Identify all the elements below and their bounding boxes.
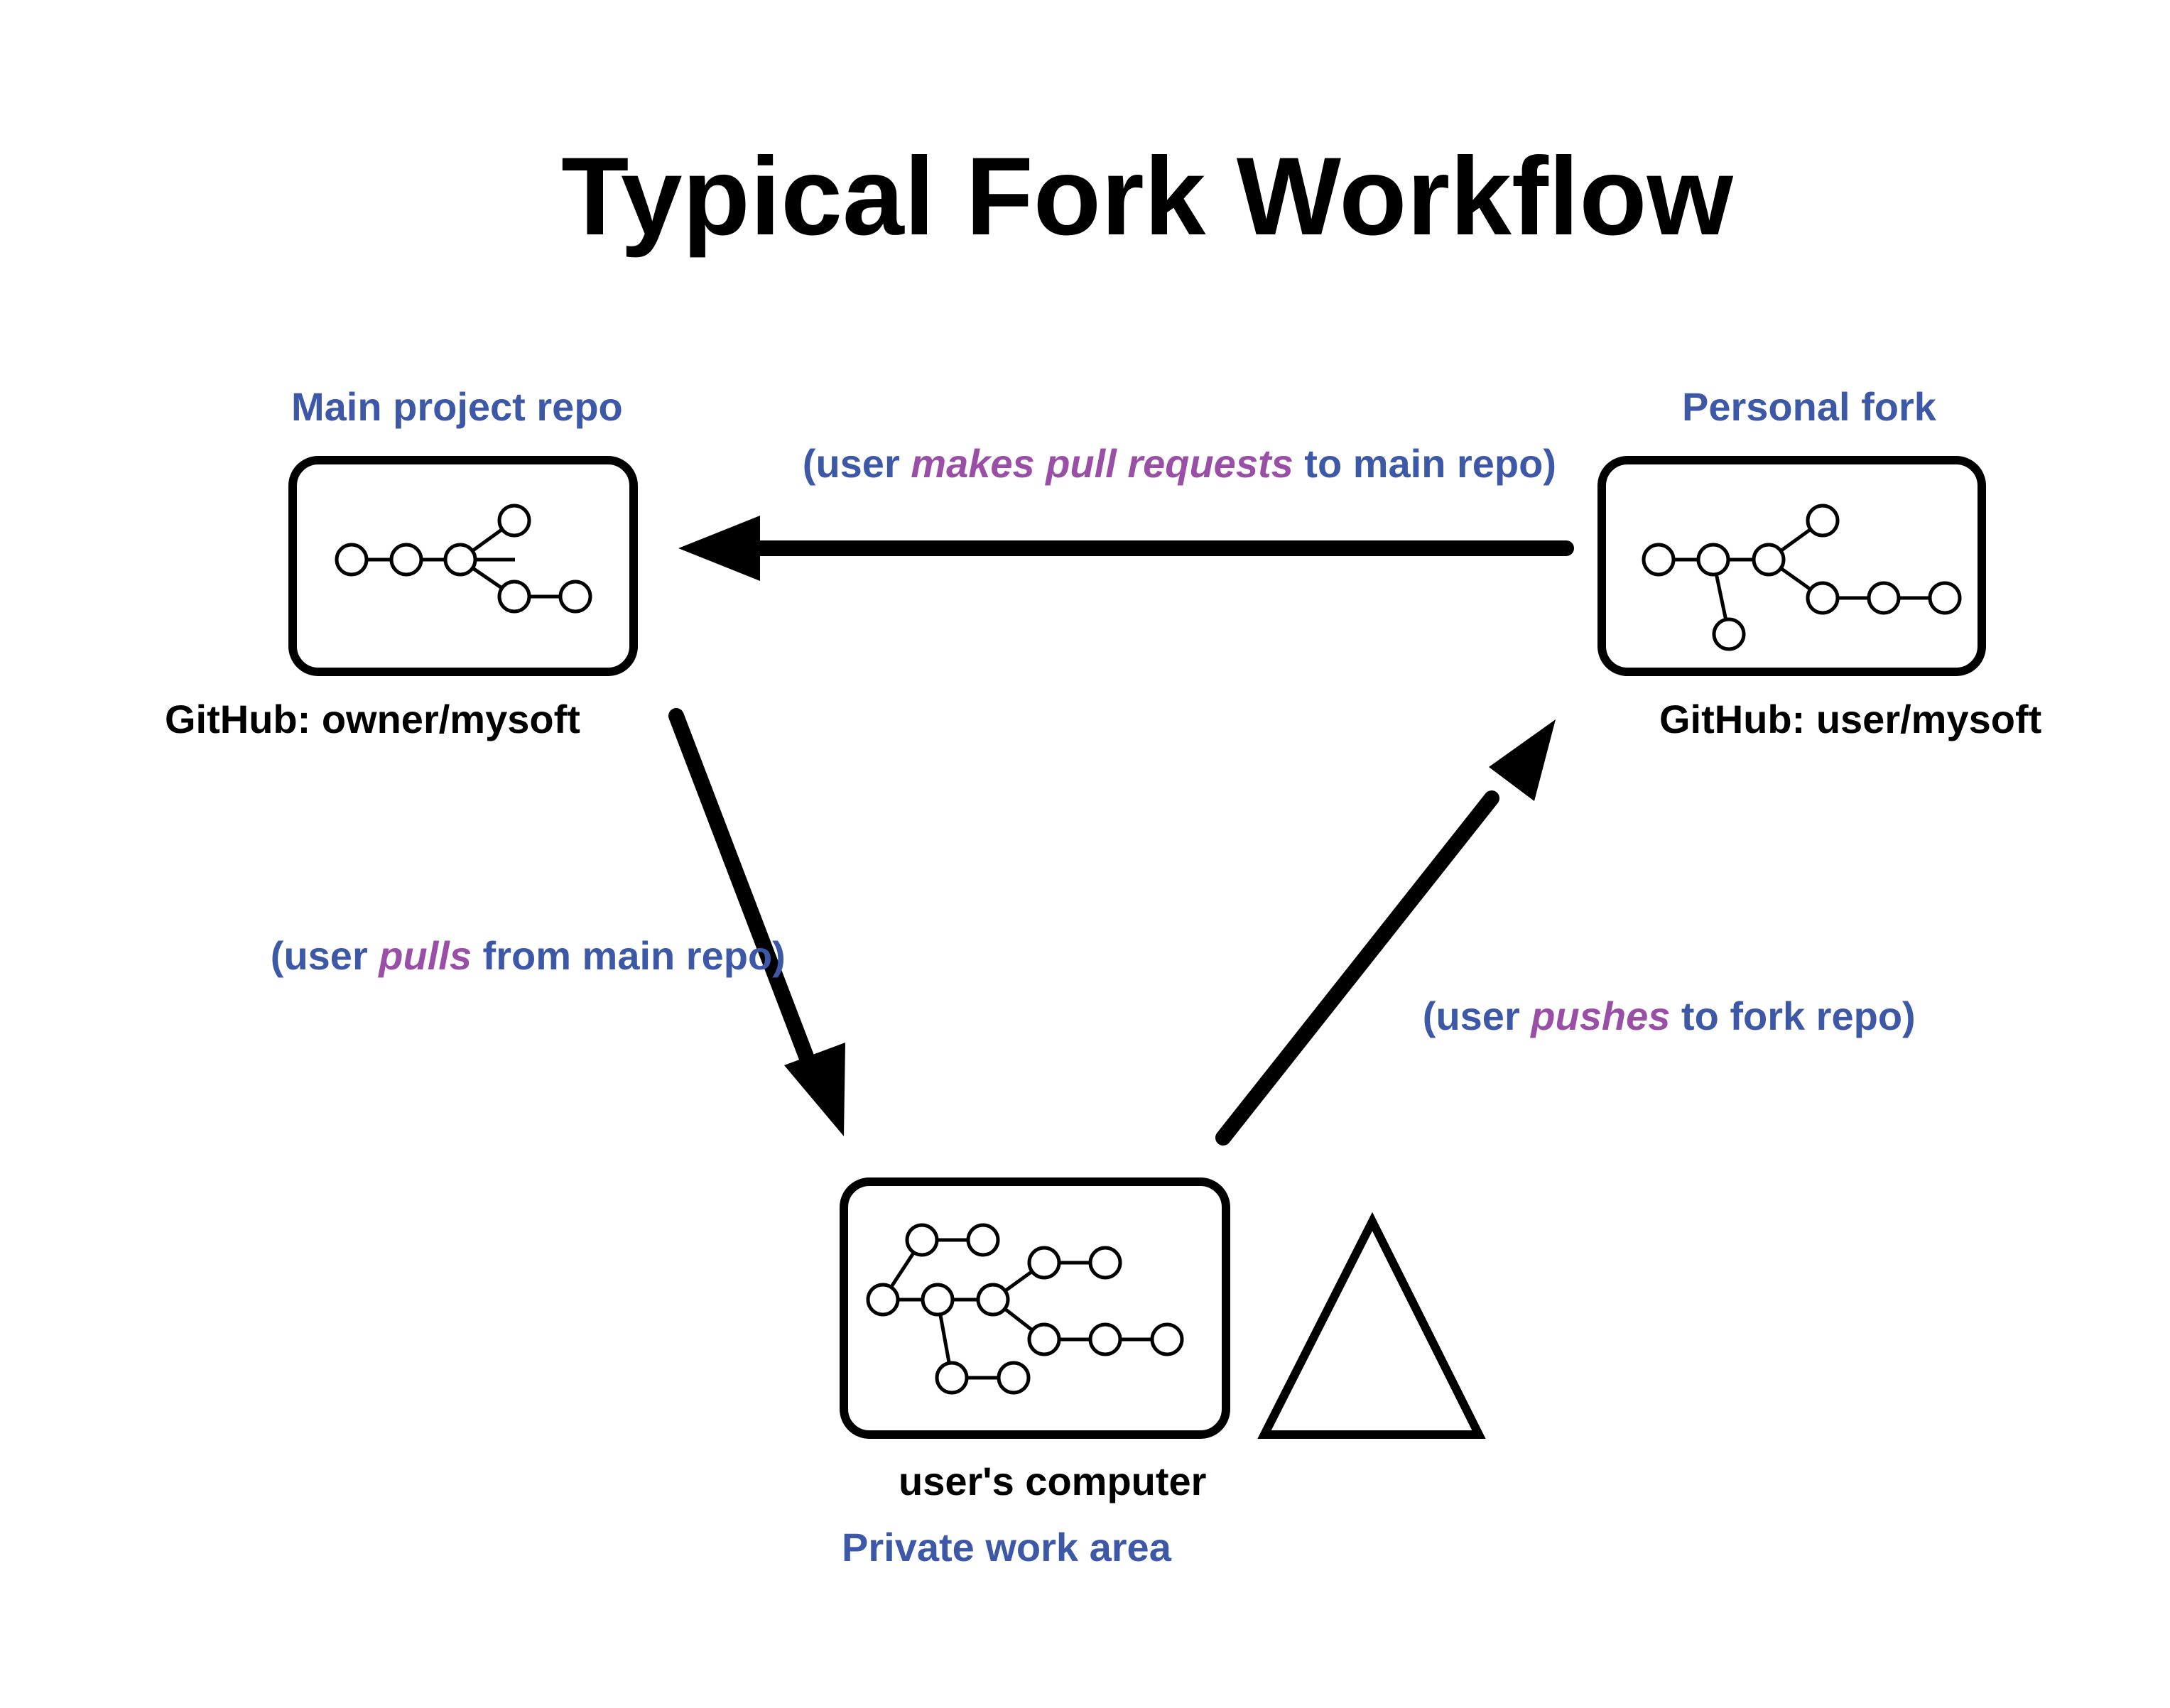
commit-node	[1867, 581, 1901, 615]
commit-node	[1027, 1246, 1061, 1280]
commit-node	[997, 1361, 1031, 1395]
commit-node	[1712, 617, 1746, 651]
commit-node	[1752, 543, 1786, 577]
personal-fork-box[interactable]	[1597, 456, 1986, 676]
commit-node	[1696, 543, 1730, 577]
page-title: Typical Fork Workflow	[561, 135, 1733, 259]
user-computer-caption: user's computer	[899, 1459, 1206, 1503]
main-repo-heading: Main project repo	[291, 384, 623, 429]
main-repo-box[interactable]	[288, 456, 638, 676]
triangle-icon	[1257, 1212, 1486, 1439]
commit-node	[1928, 581, 1962, 615]
main-repo-caption: GitHub: owner/mysoft	[165, 697, 580, 741]
pull-request-arrow	[678, 516, 1574, 581]
personal-fork-caption: GitHub: user/mysoft	[1659, 697, 2041, 741]
commit-node	[1088, 1246, 1122, 1280]
push-label: (user pushes to fork repo)	[1367, 994, 1948, 1038]
commit-node	[497, 504, 531, 538]
commit-node	[866, 1283, 900, 1317]
commit-node	[1027, 1322, 1061, 1356]
pull-request-label: (user makes pull requests to main repo)	[747, 441, 1590, 486]
commit-node	[1150, 1322, 1184, 1356]
pull-arrow	[668, 708, 845, 1136]
user-computer-commit-graph	[866, 1223, 1184, 1395]
personal-fork-commit-graph	[1642, 504, 1962, 651]
pull-label: (user pulls from main repo)	[215, 933, 819, 978]
commit-node	[921, 1283, 955, 1317]
commit-node	[905, 1223, 939, 1257]
commit-node	[1088, 1322, 1122, 1356]
commit-node	[335, 543, 369, 577]
user-computer-heading: Private work area	[842, 1525, 1172, 1570]
user-computer-box[interactable]	[840, 1177, 1230, 1439]
commit-node	[389, 543, 423, 577]
main-repo-commit-graph	[335, 504, 592, 614]
commit-node	[497, 580, 531, 614]
commit-node	[558, 580, 592, 614]
commit-node	[1642, 543, 1676, 577]
push-arrow	[1215, 719, 1556, 1146]
commit-node	[443, 543, 477, 577]
personal-fork-heading: Personal fork	[1682, 384, 1937, 429]
commit-node	[1806, 504, 1840, 538]
commit-node	[976, 1283, 1010, 1317]
commit-node	[935, 1361, 969, 1395]
commit-node	[1806, 581, 1840, 615]
commit-node	[966, 1223, 1000, 1257]
